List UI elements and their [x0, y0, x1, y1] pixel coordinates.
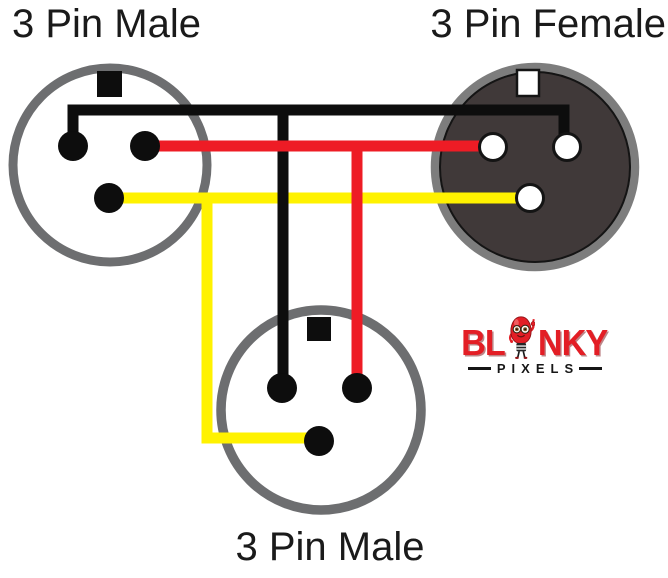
connector-ring [216, 305, 426, 515]
yellow-wire-branch [201, 198, 321, 444]
black-wire [67, 104, 570, 389]
pin-male-top-left-left [58, 131, 88, 161]
notch [307, 317, 331, 341]
connector-body [435, 67, 635, 267]
label-male-bottom: 3 Pin Male [235, 525, 425, 569]
yellow-wire [109, 192, 531, 444]
pins [58, 131, 582, 456]
pin-male-bottom-bottom [304, 426, 334, 456]
blinky-pixels-logo: BL [452, 315, 618, 375]
pin-male-bottom-right [342, 373, 372, 403]
notch [515, 68, 541, 98]
black-wire-main [67, 104, 570, 150]
label-male-top-left: 3 Pin Male [12, 2, 201, 46]
blinky-mascot-icon [509, 316, 536, 359]
logo-brand-row: BL [452, 315, 618, 361]
pin-male-top-left-bottom [94, 183, 124, 213]
logo-brand-prefix: BL [461, 322, 507, 363]
logo-subtitle: PIXELS [496, 361, 580, 376]
pin-female-right [552, 132, 582, 162]
connector-ring [8, 63, 212, 267]
pin-male-bottom-left [267, 373, 297, 403]
connector-ring [430, 62, 640, 272]
pin-female-bottom [515, 183, 545, 213]
notch [97, 71, 122, 97]
logo-brand-suffix: NKY [538, 322, 608, 363]
label-female-top-right: 3 Pin Female [430, 2, 666, 46]
pin-female-left [478, 132, 508, 162]
logo-subtitle-row: PIXELS [468, 362, 602, 375]
red-wire [145, 140, 494, 389]
connector-male-bottom [216, 305, 426, 515]
connector-male-top-left [8, 63, 212, 267]
pin-male-top-left-right [130, 131, 160, 161]
connector-female-top-right [430, 62, 640, 272]
logo-rule-right [579, 367, 602, 370]
logo-rule-left [468, 367, 491, 370]
